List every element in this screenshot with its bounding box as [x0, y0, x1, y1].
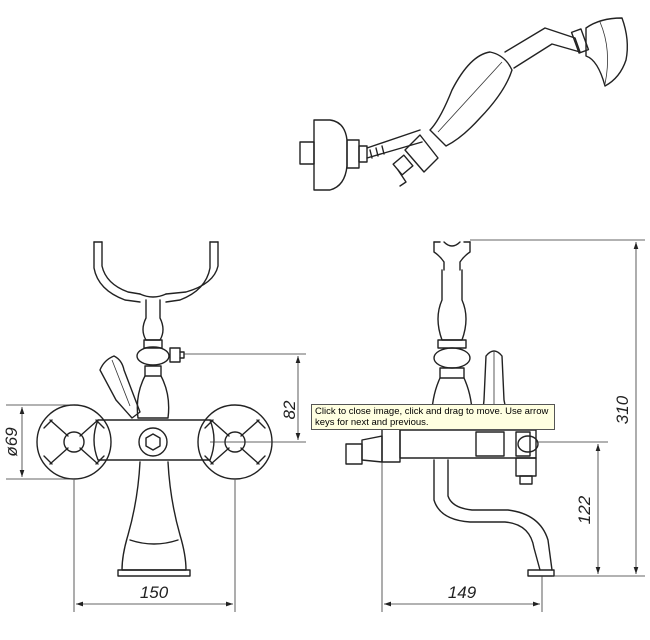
dim-side-height-total: 310 [613, 395, 632, 424]
side-view-drawing [345, 241, 555, 577]
dim-front-height: 82 [280, 400, 299, 419]
front-dimension-lines [6, 353, 306, 612]
tooltip-text: Click to close image, click and drag to … [315, 406, 549, 428]
dim-front-width: 150 [140, 583, 169, 602]
dim-front-diameter: ø69 [2, 427, 21, 457]
dim-side-height-spout: 122 [575, 495, 594, 524]
side-dimension-lines [381, 239, 645, 612]
front-view-drawing [36, 241, 273, 577]
dim-side-width: 149 [448, 583, 477, 602]
image-viewer-tooltip[interactable]: Click to close image, click and drag to … [311, 404, 555, 430]
hand-shower-drawing [299, 17, 629, 191]
